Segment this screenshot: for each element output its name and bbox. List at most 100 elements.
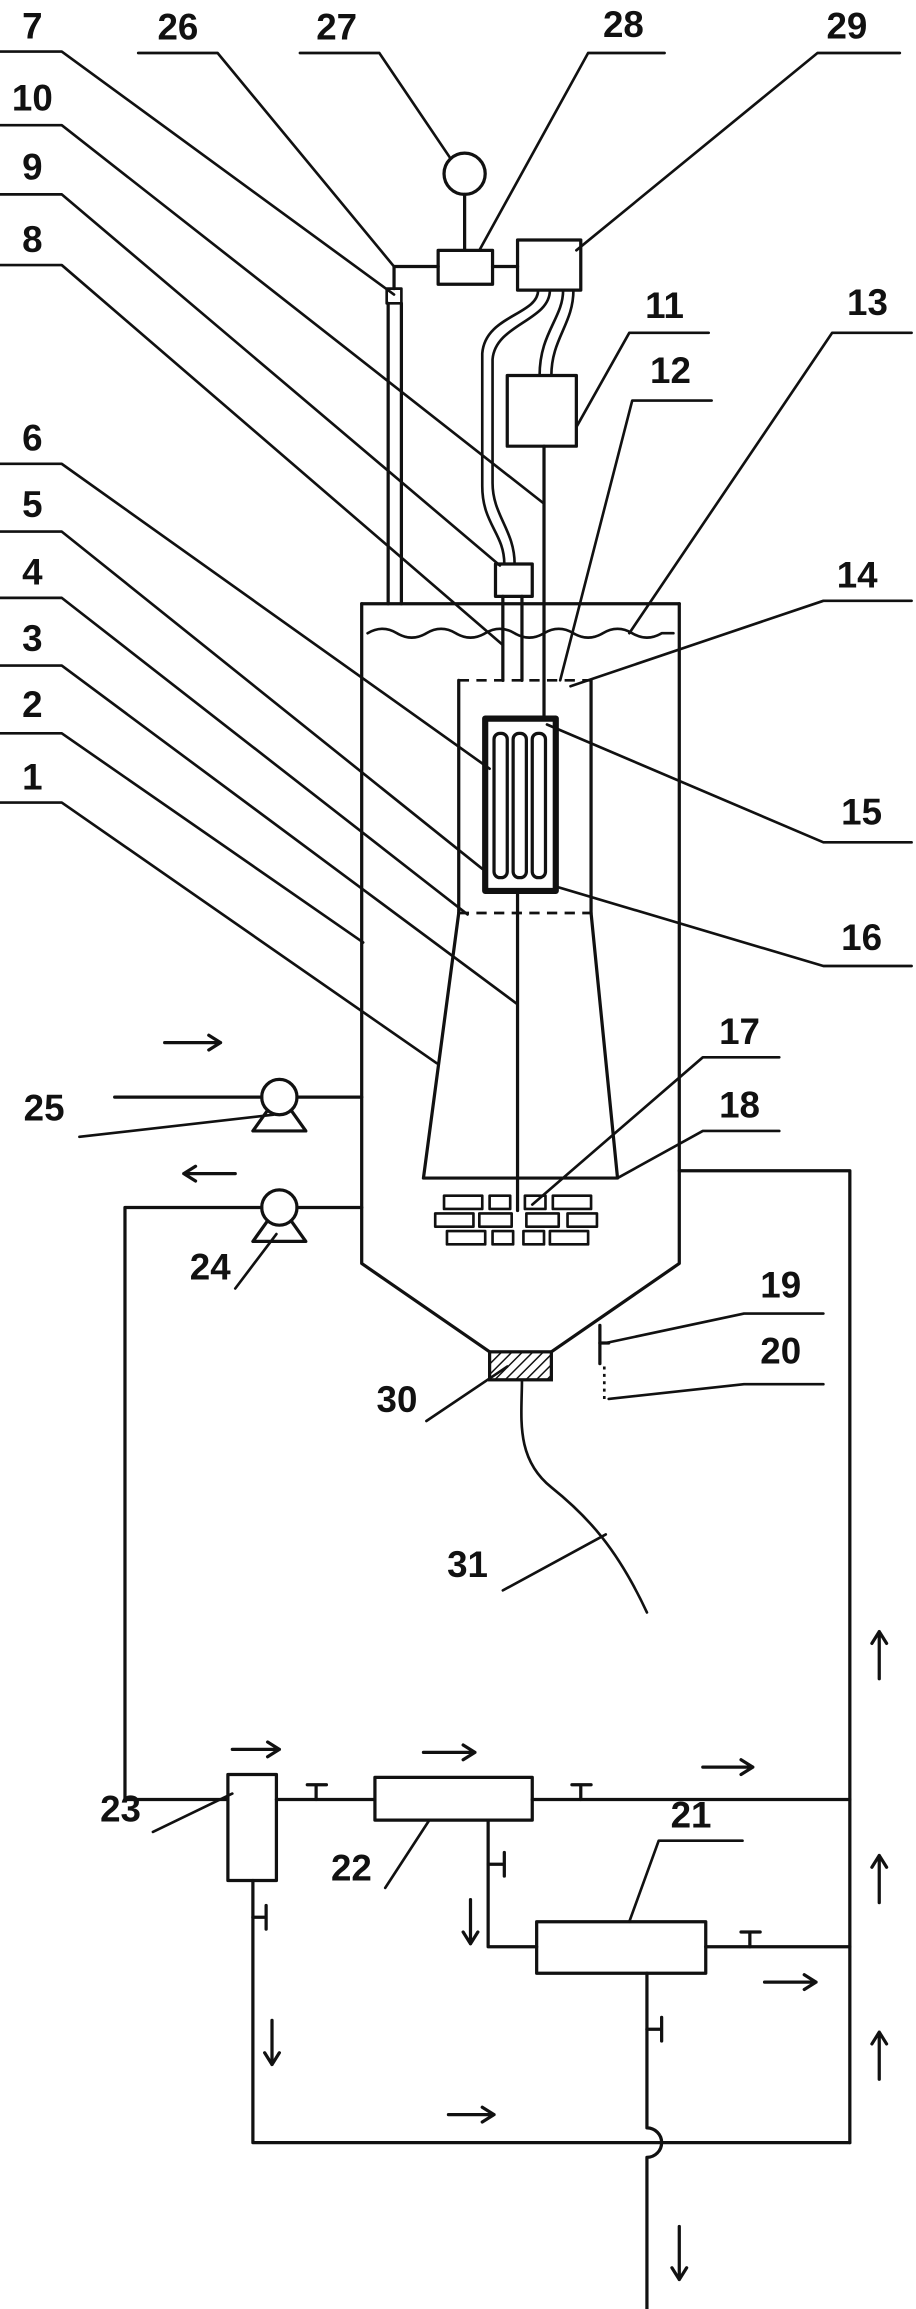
arrow-down-icon: [263, 2018, 281, 2067]
callout-label: 9: [22, 147, 42, 188]
callout-5: 5: [0, 484, 484, 871]
leader-line: [616, 1129, 781, 1180]
arrow-right-icon: [446, 2105, 496, 2124]
cable-b2: [550, 288, 575, 377]
callout-label: 4: [22, 552, 43, 593]
callout-31: 31: [447, 1533, 608, 1592]
cable-b1: [538, 288, 565, 377]
arrow-down-icon: [461, 1898, 480, 1946]
impeller-blade: [525, 1212, 561, 1228]
arrow-left-icon: [182, 1164, 237, 1183]
leader-line: [0, 664, 519, 1006]
arrow-right-icon: [701, 1758, 755, 1777]
callout-label: 12: [650, 350, 691, 391]
leader-line: [575, 51, 902, 252]
callout-27: 27: [298, 7, 452, 159]
callout-4: 4: [0, 552, 469, 916]
leader-line: [0, 193, 502, 567]
callout-label: 5: [22, 484, 42, 525]
callout-3: 3: [0, 618, 519, 1006]
callout-label: 19: [760, 1264, 801, 1305]
impeller-blade: [522, 1229, 546, 1246]
callout-11: 11: [575, 285, 711, 429]
pump-24-base: [251, 1219, 308, 1244]
callout-label: 13: [847, 282, 888, 323]
callout-17: 17: [530, 1011, 781, 1206]
callout-label: 2: [22, 684, 42, 725]
callout-19: 19: [604, 1264, 825, 1345]
callout-label: 14: [837, 555, 878, 596]
impeller-blade: [548, 1229, 590, 1246]
callout-label: 8: [22, 219, 42, 260]
pump-25: [113, 1077, 364, 1133]
flow-arrows: [163, 1033, 889, 2282]
leader-line: [554, 885, 913, 968]
draft-tube: [421, 911, 620, 1180]
callout-label: 28: [603, 4, 644, 45]
leader-line: [0, 263, 505, 647]
box-28: [436, 248, 495, 286]
callout-16: 16: [554, 885, 913, 968]
callout-label: 20: [760, 1331, 801, 1372]
pump-24: [123, 1188, 364, 1802]
callout-label: 18: [719, 1085, 760, 1126]
callout-label: 16: [841, 917, 882, 958]
arrow-up-icon: [870, 1629, 889, 1681]
valve-c: [486, 1850, 506, 1878]
unit-23: [226, 1772, 279, 1883]
membrane-element-3: [530, 731, 548, 880]
valve-b: [570, 1783, 593, 1802]
leader-line: [0, 123, 546, 505]
lower-circuit: [226, 1772, 852, 2309]
leader-line: [298, 51, 452, 159]
impeller-blade: [491, 1229, 515, 1246]
callout-10: 10: [0, 77, 546, 505]
bottom-nozzle: [487, 1350, 553, 1382]
leader-line: [558, 399, 713, 682]
leader-line: [627, 331, 913, 635]
gauge-circle: [442, 151, 487, 196]
valve-a: [305, 1783, 329, 1802]
impeller-blade: [442, 1194, 484, 1211]
valve-e: [645, 2015, 664, 2043]
callout-13: 13: [627, 282, 913, 635]
line-22-21: [486, 1818, 539, 1949]
inner-section: [421, 678, 620, 1213]
callout-15: 15: [545, 723, 913, 844]
leader-line: [0, 462, 491, 771]
leader-line: [383, 1818, 431, 1890]
callout-23: 23: [100, 1789, 234, 1834]
callout-29: 29: [575, 5, 902, 252]
leader-line: [425, 1365, 509, 1423]
callout-label: 17: [719, 1011, 760, 1052]
top-assembly: [385, 151, 583, 721]
leader-line: [575, 331, 711, 429]
pump-25-base: [251, 1108, 308, 1133]
leader-line: [607, 1382, 825, 1401]
callout-label: 27: [316, 7, 357, 48]
cable-31: [520, 1378, 649, 1614]
arrow-right-icon: [421, 1743, 477, 1762]
arrow-up-icon: [870, 2030, 889, 2081]
callout-18: 18: [616, 1085, 781, 1180]
callout-label: 3: [22, 618, 42, 659]
callout-label: 30: [377, 1379, 418, 1420]
callout-label: 1: [22, 756, 42, 797]
leader-line: [233, 1232, 278, 1290]
callout-30: 30: [377, 1365, 509, 1423]
leader-line: [0, 530, 484, 871]
callout-22: 22: [331, 1818, 431, 1890]
arrow-right-icon: [163, 1033, 223, 1052]
membrane-module-frame: [482, 715, 559, 895]
leader-line: [151, 1792, 234, 1834]
callout-label: 25: [24, 1088, 65, 1129]
impeller-blade: [551, 1194, 593, 1211]
vessel-right-wall: [549, 602, 681, 1354]
cable-a2: [491, 288, 552, 566]
callout-24: 24: [190, 1232, 278, 1290]
leader-line: [545, 723, 913, 844]
callout-26: 26: [136, 7, 396, 268]
valve-d: [739, 1930, 762, 1949]
impeller: [433, 1194, 599, 1246]
